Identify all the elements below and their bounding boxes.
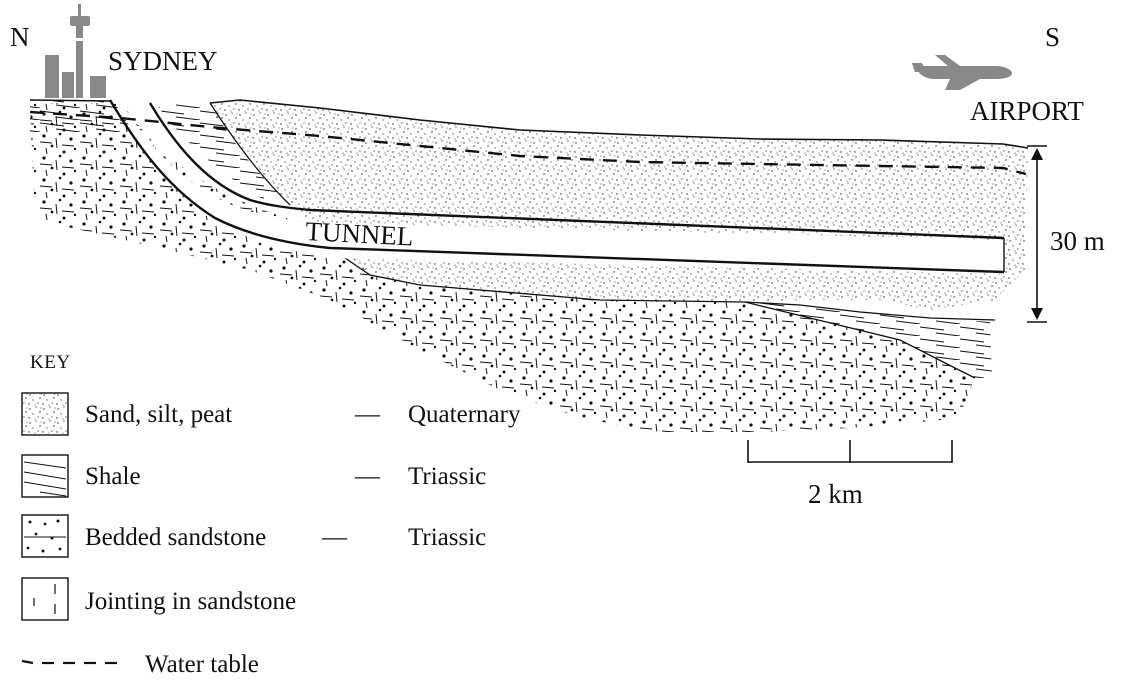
- city-label: SYDNEY: [108, 46, 218, 76]
- depth-label: 30 m: [1050, 226, 1105, 256]
- key-item-dash: —: [321, 524, 348, 551]
- bedded-sandstone-unit: [30, 103, 975, 432]
- ground-surface-line: [29, 99, 1029, 149]
- depth-scale-bar: [1027, 145, 1047, 323]
- south-label: S: [1045, 22, 1060, 52]
- scale-label: 2 km: [808, 479, 863, 509]
- key-item-dash: —: [354, 401, 381, 428]
- airplane-icon: [912, 55, 1012, 90]
- water-table-key-symbol: [21, 659, 117, 665]
- distance-scale-bar: [747, 440, 953, 463]
- shale-pattern-lines: [23, 461, 67, 497]
- key-item-label: Sand, silt, peat: [85, 401, 232, 428]
- shale-pattern-swatch: [21, 454, 69, 498]
- key-title: KEY: [30, 352, 71, 373]
- sand-base-line: [319, 249, 996, 321]
- jointing-pattern-marks: [33, 584, 56, 614]
- shale-unit-tunnel: [155, 103, 286, 202]
- water-table-line: [29, 110, 1027, 176]
- key-item-age: Triassic: [408, 463, 486, 490]
- bedded-sandstone-pattern-marks: [24, 519, 66, 553]
- tunnel-top-wall: [148, 102, 1005, 240]
- tunnel-bottom-wall: [108, 99, 1005, 274]
- city-skyline-icon: [45, 4, 106, 98]
- key-item-label: Bedded sandstone: [85, 524, 266, 551]
- key-item-label: Jointing in sandstone: [85, 588, 296, 615]
- tunnel: [115, 100, 1004, 274]
- key-item-age: Quaternary: [408, 401, 521, 428]
- shale-sand-contact: [209, 102, 291, 206]
- shale-unit-south: [745, 302, 992, 378]
- water-table-key-label: Water table: [145, 651, 259, 678]
- key-item-label: Shale: [85, 463, 141, 490]
- north-label: N: [10, 22, 30, 52]
- key-item-age: Triassic: [408, 524, 486, 551]
- airport-label: AIRPORT: [970, 96, 1084, 126]
- shale-base-line-south: [744, 301, 976, 379]
- tunnel-label: TUNNEL: [305, 216, 414, 252]
- jointing-pattern-swatch: [21, 577, 69, 621]
- key-item-dash: —: [354, 463, 381, 490]
- sand-pattern-swatch: [21, 392, 69, 436]
